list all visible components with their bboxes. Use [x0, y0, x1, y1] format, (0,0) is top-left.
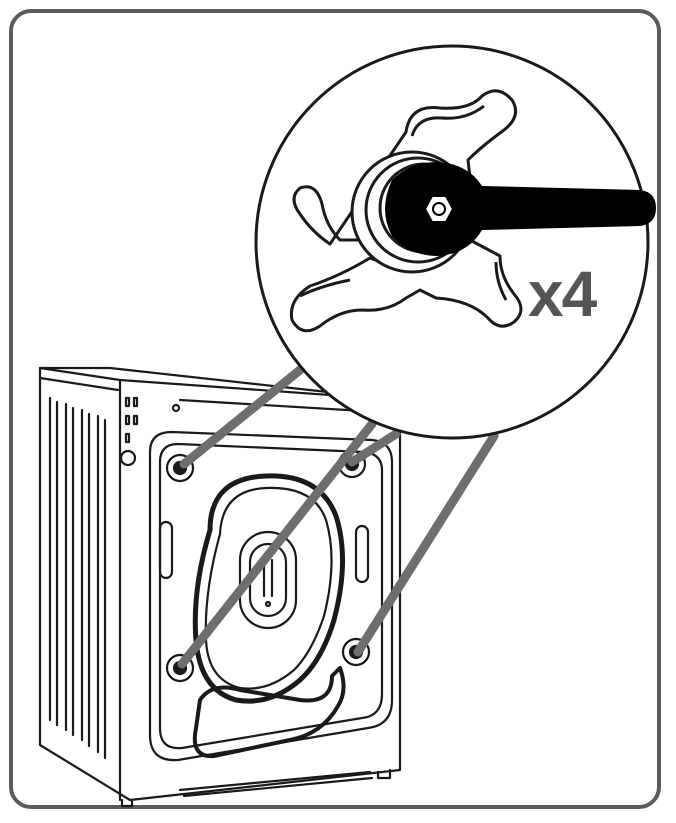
- wrench-icon: [385, 162, 656, 256]
- quantity-label: x4: [528, 258, 597, 330]
- magnifier-callout: [254, 44, 656, 440]
- washing-machine-rear-icon: [38, 366, 402, 808]
- pointer-lines: [177, 365, 499, 669]
